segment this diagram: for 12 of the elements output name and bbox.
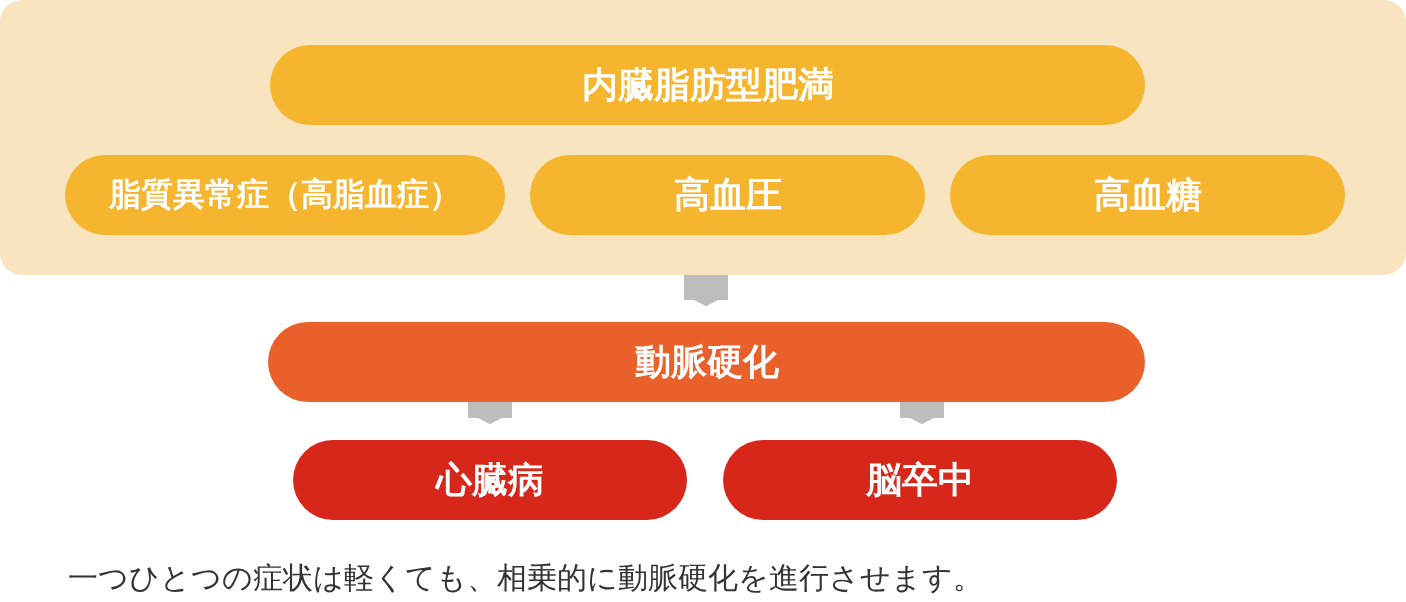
- condition-pill: 高血圧: [530, 155, 925, 235]
- arrow: [900, 402, 944, 425]
- condition-pill: 内臓脂肪型肥満: [270, 45, 1145, 125]
- disease-pill: 脳卒中: [723, 440, 1117, 520]
- arrow: [468, 402, 512, 425]
- arrow: [684, 275, 728, 307]
- caption: 一つひとつの症状は軽くても、相乗的に動脈硬化を進行させます。: [68, 559, 983, 597]
- condition-pill: 脂質異常症（高脂血症）: [65, 155, 505, 235]
- condition-pill: 動脈硬化: [268, 322, 1145, 402]
- disease-pill: 心臓病: [293, 440, 687, 520]
- condition-pill: 高血糖: [950, 155, 1345, 235]
- panel-background: [0, 0, 1406, 275]
